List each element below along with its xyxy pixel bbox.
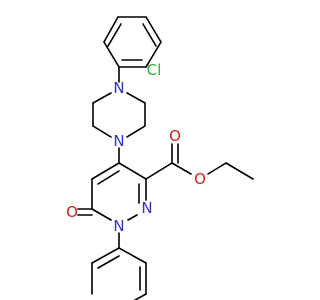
bond	[225, 162, 254, 180]
bond	[91, 247, 120, 264]
atom-label-n-piperazine-bottom: N	[113, 132, 124, 150]
bond	[103, 41, 120, 68]
bond	[118, 247, 147, 264]
bond	[103, 16, 119, 43]
bond	[91, 208, 112, 221]
bond	[145, 41, 162, 68]
bond	[145, 16, 162, 43]
bond	[118, 162, 147, 180]
bond	[97, 255, 120, 269]
atom-label-cl: Cl	[147, 61, 162, 79]
bond	[127, 214, 138, 221]
bond	[91, 162, 120, 180]
atom-label-o-ester-ether: O	[194, 170, 206, 188]
bond	[133, 293, 147, 300]
bond	[145, 63, 149, 68]
bond	[92, 92, 112, 104]
bond	[171, 162, 192, 175]
bond	[92, 125, 112, 138]
bond	[142, 23, 157, 47]
bond	[126, 92, 146, 104]
atom-label-o-keto: O	[66, 203, 78, 221]
structure-svg: Cl N N O O O N N	[66, 16, 254, 300]
bond	[97, 170, 120, 185]
atom-label-n-ring-1: N	[141, 199, 152, 217]
molecule-diagram: Cl N N O O O N N	[66, 16, 254, 300]
bond	[107, 23, 122, 47]
atom-labels: Cl N N O O O N N	[66, 61, 206, 235]
bond	[126, 125, 146, 138]
atom-label-n-piperazine-top: N	[113, 79, 124, 97]
bonds	[77, 16, 254, 300]
atom-label-o-ester-carbonyl: O	[169, 127, 181, 145]
atom-label-n-ring-2: N	[113, 217, 124, 235]
bond	[207, 162, 227, 175]
bond	[145, 162, 173, 180]
